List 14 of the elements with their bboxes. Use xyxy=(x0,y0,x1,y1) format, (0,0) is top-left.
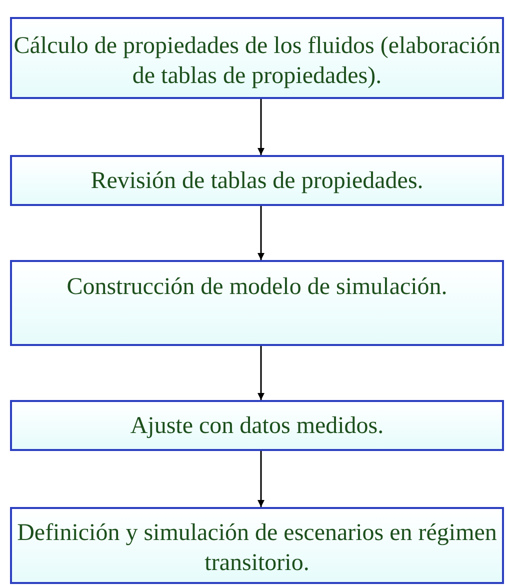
process-box xyxy=(10,155,504,206)
process-box xyxy=(10,400,504,451)
step-text: Cálculo de propiedades de los fluidos (elaboración de tablas de propiedades). xyxy=(12,32,502,91)
step-text: Ajuste con datos medidos. xyxy=(130,412,384,440)
step-text: Revisión de tablas de propiedades. xyxy=(90,166,424,196)
arrow xyxy=(258,451,264,507)
arrow xyxy=(258,346,264,400)
arrow xyxy=(258,206,264,260)
process-box xyxy=(10,507,504,584)
arrow xyxy=(258,99,264,155)
process-box xyxy=(10,260,504,346)
process-box xyxy=(10,17,504,99)
step-text: Definición y simulación de escenarios en régimen transitorio. xyxy=(16,518,498,578)
step-text: Construcción de modelo de simulación. xyxy=(66,273,448,302)
